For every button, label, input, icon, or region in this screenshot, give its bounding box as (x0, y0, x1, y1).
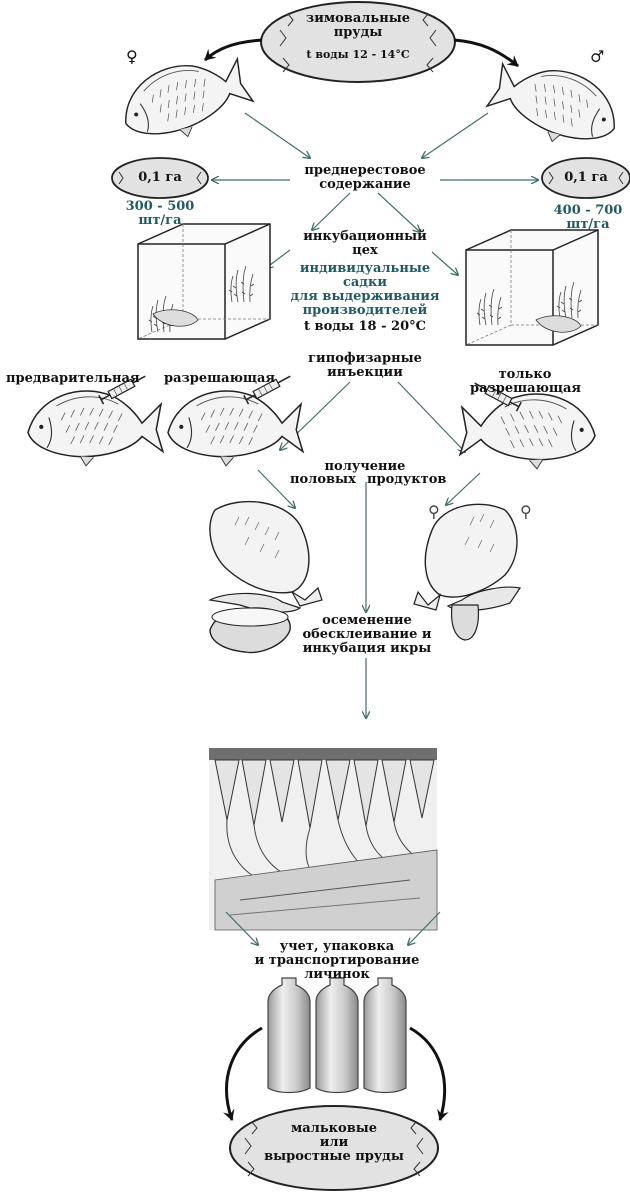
arrow (422, 113, 488, 158)
density-left-label: 300 - 500 шт/га (120, 200, 200, 228)
insemination-label: осеменение обесклеивание и инкубация икр… (292, 614, 442, 656)
arrow (312, 193, 350, 230)
products-line2b: продуктов (367, 473, 446, 487)
density-right-line2: шт/га (548, 218, 628, 232)
arrow-to-male (454, 40, 518, 66)
cage-right-image (466, 230, 598, 345)
arrow (245, 113, 310, 158)
cages-line3: для выдерживания (290, 290, 440, 304)
cages-line4: производителей (290, 304, 440, 318)
area-right-label: 0,1 га (552, 171, 620, 185)
density-left-line1: 300 - 500 (120, 200, 200, 214)
prespawning-line2: содержание (290, 178, 440, 192)
hatchery-label: инкубационный цех (290, 230, 440, 258)
hatchery-line1: инкубационный (290, 230, 440, 244)
fish-resolving-injection-image (168, 391, 303, 466)
wintering-ponds-label: зимовальные пруды t воды 12 - 14°C (300, 12, 416, 62)
hatchery-line2: цех (290, 244, 440, 258)
wintering-ponds-line2: пруды (300, 26, 416, 40)
nursery-ponds-line3: выростные пруды (260, 1150, 408, 1164)
transport-bottles-image (268, 978, 406, 1093)
injections-line1: гипофизарные (300, 352, 430, 366)
nursery-ponds-line2: или (260, 1136, 408, 1150)
arrow-to-female (205, 40, 262, 60)
wintering-temp: t воды 12 - 14°C (300, 48, 416, 62)
nursery-ponds-label: мальковые или выростные пруды (260, 1122, 408, 1164)
cages-temp: t воды 18 - 20°C (290, 320, 440, 334)
cages-label: индивидуальные садки для выдерживания пр… (290, 262, 440, 334)
only-resolving-label: только разрешающая (470, 368, 580, 396)
arrow-to-nursery-left (227, 1028, 262, 1120)
arrow-to-nursery-right (410, 1028, 445, 1120)
density-right-label: 400 - 700 шт/га (548, 204, 628, 232)
only-resolving-line2: разрешающая (470, 382, 580, 396)
cages-line2: садки (290, 276, 440, 290)
male-fish-image (483, 52, 626, 159)
wintering-ponds-line1: зимовальные (300, 12, 416, 26)
preliminary-label: предварительная (6, 372, 140, 386)
insemination-line1: осеменение (292, 614, 442, 628)
arrow (378, 193, 420, 232)
arrow (398, 382, 465, 452)
male-symbol: ♂ (590, 50, 604, 64)
packing-line2: и транспортирование (248, 954, 426, 968)
insemination-line2: обесклеивание и (292, 628, 442, 642)
arrow (446, 473, 480, 505)
packing-line1: учет, упаковка (248, 940, 426, 954)
density-right-line1: 400 - 700 (548, 204, 628, 218)
prespawning-label: преднерестовое содержание (290, 164, 440, 192)
injections-line2: инъекции (300, 366, 430, 380)
resolving-label: разрешающая (164, 372, 275, 386)
prespawning-line1: преднерестовое (290, 164, 440, 178)
insemination-line3: инкубация икры (292, 642, 442, 656)
female-symbol: ♀ (126, 50, 138, 64)
cages-line1: индивидуальные (290, 262, 440, 276)
cage-left-image (138, 224, 270, 339)
area-left-label: 0,1 га (124, 171, 196, 185)
fish-only-resolving-injection-image (460, 394, 595, 469)
nursery-ponds-line1: мальковые (260, 1122, 408, 1136)
packing-line3: личинок (248, 968, 426, 982)
packing-label: учет, упаковка и транспортирование личин… (248, 940, 426, 982)
injections-label: гипофизарные инъекции (300, 352, 430, 380)
only-resolving-line1: только (470, 368, 580, 382)
density-left-line2: шт/га (120, 214, 200, 228)
incubation-hatchery-image (209, 748, 437, 930)
products-line2a: половых (290, 473, 356, 487)
fish-preliminary-injection-image (28, 391, 163, 466)
